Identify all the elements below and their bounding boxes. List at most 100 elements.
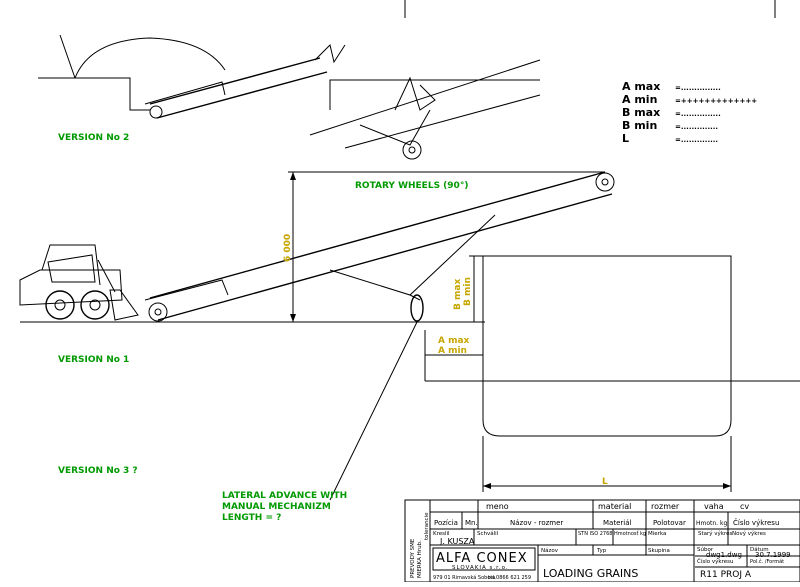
tb-side-text-1: PREVODY SME <box>410 538 416 578</box>
v2-swing-arc <box>74 37 226 79</box>
rotary-wheels-label: ROTARY WHEELS (90°) <box>355 181 468 191</box>
l-arrow-left <box>483 483 491 489</box>
a-dimension: A max A min <box>424 322 484 381</box>
height-arrow-bottom <box>290 314 296 322</box>
v2-wheel-hub <box>408 146 416 154</box>
conveyor-hopper <box>144 279 229 301</box>
height-dim-label: 6 000 <box>283 234 293 262</box>
loader-arm <box>97 259 116 293</box>
tb-hdr-material: material <box>598 502 631 511</box>
legend-key-b-max: B max <box>622 106 660 119</box>
lateral-advance-line1: LATERAL ADVANCE WITH <box>222 491 347 501</box>
tb-col-pozicia: Pozícia <box>434 519 458 527</box>
support-link <box>409 294 421 301</box>
tb-company-box <box>432 547 536 571</box>
legend-value-l: =.............. <box>675 136 718 144</box>
tb-typ: Typ <box>596 548 607 554</box>
v2-wheel <box>402 140 422 160</box>
legend-value-b-max: =............... <box>675 110 721 118</box>
tb-hdr-cv: cv <box>740 502 749 511</box>
legend-key-a-min: A min <box>622 93 657 106</box>
conveyor-top <box>149 171 606 299</box>
loader-body <box>19 269 123 306</box>
tb-mierka: Mierka <box>648 531 666 537</box>
b-max-label: B max <box>453 279 463 310</box>
tb-stary-vykres: Starý výkres <box>698 530 733 537</box>
legend-key-a-max: A max <box>622 80 660 93</box>
tb-skupina: Skupina <box>648 548 670 554</box>
a-min-label: A min <box>438 346 467 356</box>
v2-truck-bed-top <box>309 59 541 136</box>
v2-truck-break <box>394 76 436 111</box>
loader-hub-rear <box>54 299 66 311</box>
grain-bin <box>425 255 800 437</box>
tb-drawing-title: LOADING GRAINS <box>543 567 638 580</box>
skid-steer-loader <box>19 244 139 321</box>
title-block: PREVODY SME MIERKA Hrub. tolerancie meno… <box>404 499 800 583</box>
b-dimension: B max B min <box>453 255 483 322</box>
tb-side-text-3: tolerancie <box>424 512 430 540</box>
tb-kreslil: Kreslil <box>433 531 450 537</box>
v2-lever <box>59 34 76 79</box>
tb-company-address: 979 01 Rimavská Sobota <box>433 574 495 581</box>
tb-drawing-number: R11 PROJ A <box>700 570 752 580</box>
tb-col-cislo-vykresu: Číslo výkresu <box>733 518 779 527</box>
legend-key-b-min: B min <box>622 119 657 132</box>
tb-col-material: Materiál <box>603 519 631 527</box>
version1-label: VERSION No 1 <box>58 355 129 365</box>
v2-roller <box>149 105 163 119</box>
l-arrow-right <box>723 483 731 489</box>
conveyor-head-pulley <box>595 172 615 192</box>
tb-company-name: ALFA CONEX <box>436 551 528 566</box>
tb-company-phone: tel.0866 621 259 <box>488 575 531 581</box>
v2-conveyor-bottom <box>156 71 328 119</box>
tb-subor: Súbor <box>697 546 714 553</box>
tb-nazov: Názov <box>541 547 559 554</box>
tb-hmotnost: Hmotnosť kg <box>614 531 646 537</box>
lateral-advance-line2: MANUAL MECHANIZM <box>222 502 331 512</box>
version2-drawing <box>38 34 541 160</box>
tb-filename: dwg1.dwg <box>706 551 742 559</box>
v2-axle-frame <box>359 109 431 146</box>
lateral-advance-line3: LENGTH = ? <box>222 513 281 523</box>
b-min-label: B min <box>463 277 473 306</box>
tb-hdr-rozmer: rozmer <box>651 502 680 511</box>
loader-wheel-rear <box>45 290 75 320</box>
tb-side-text-2: MIERKA Hrub. <box>417 540 423 578</box>
tb-schvalil: Schválil <box>477 530 499 537</box>
tb-company-sub: SLOVAKIA s.r.o. <box>452 565 509 571</box>
version3-label: VERSION No 3 ? <box>58 466 138 476</box>
v2-conveyor-top <box>149 57 321 105</box>
tb-author: J. KUSZA <box>439 537 475 546</box>
height-arrow-top <box>290 172 296 180</box>
bin-upper <box>482 255 732 382</box>
v2-hopper <box>144 81 226 105</box>
conveyor-bottom <box>157 193 613 321</box>
version2-label: VERSION No 2 <box>58 133 129 143</box>
legend-key-l: L <box>622 132 629 145</box>
conveyor-head-hub <box>601 178 609 186</box>
l-dim-label: L <box>602 477 608 487</box>
tb-date: 30.7.1999 <box>755 551 791 559</box>
v2-truck-bed-bottom <box>344 94 541 149</box>
tb-novy-vykres: Nový výkres <box>732 530 766 537</box>
tb-col-hmotn: Hmotn. kg <box>696 520 727 527</box>
loader-bucket <box>109 289 139 321</box>
loader-cab <box>41 244 101 286</box>
loader-wheel-front <box>80 290 110 320</box>
legend-value-a-max: =............... <box>675 84 721 92</box>
dimension-legend: A max =............... A min =++++++++++… <box>622 80 757 145</box>
tb-pol-format: Pol.č. /Formát <box>750 558 784 565</box>
v2-ground-left <box>38 77 150 111</box>
tb-col-polotovar: Polotovar <box>653 519 686 527</box>
l-dimension: L <box>482 436 732 492</box>
legend-value-b-min: =.............. <box>675 123 718 131</box>
main-conveyor <box>144 171 615 322</box>
loader-hub-front <box>89 299 101 311</box>
tb-stn: STN ISO 2768 <box>578 531 612 537</box>
tb-col-nazov-rozmer: Názov - rozmer <box>510 519 563 527</box>
tb-hdr-meno: meno <box>486 502 509 511</box>
conveyor-tail-pulley <box>148 302 168 322</box>
